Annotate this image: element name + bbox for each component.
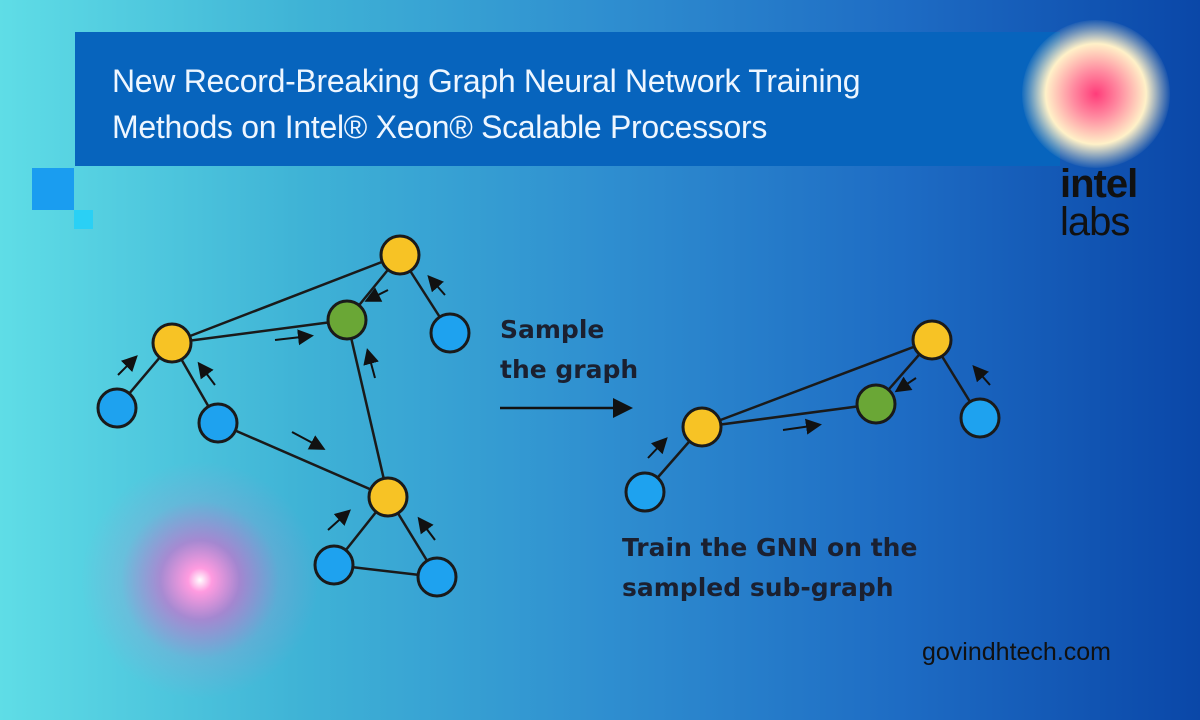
title-banner	[75, 32, 1060, 166]
intel-labs-logo: intel labs	[1060, 162, 1138, 244]
decor-square-small	[74, 210, 93, 229]
title-line-1: New Record-Breaking Graph Neural Network…	[112, 63, 861, 99]
train-line-1: Train the GNN on the	[622, 533, 918, 562]
decor-square	[32, 168, 74, 210]
page-title: New Record-Breaking Graph Neural Network…	[112, 58, 861, 150]
title-line-2: Methods on Intel® Xeon® Scalable Process…	[112, 109, 768, 145]
graph-diagram	[96, 234, 1001, 598]
logo-intel: intel	[1060, 162, 1138, 206]
train-label: Train the GNN on the sampled sub-graph	[622, 528, 917, 608]
glow-orb	[1022, 20, 1170, 168]
train-line-2: sampled sub-graph	[622, 573, 894, 602]
light-flare	[60, 440, 340, 720]
site-watermark: govindhtech.com	[922, 638, 1112, 666]
sample-line-2: the graph	[500, 355, 639, 384]
sample-label: Sample the graph	[500, 310, 638, 390]
graph-nodes	[96, 234, 1001, 598]
logo-labs: labs	[1060, 200, 1130, 244]
sample-line-1: Sample	[500, 315, 605, 344]
message-arrows	[117, 275, 991, 541]
